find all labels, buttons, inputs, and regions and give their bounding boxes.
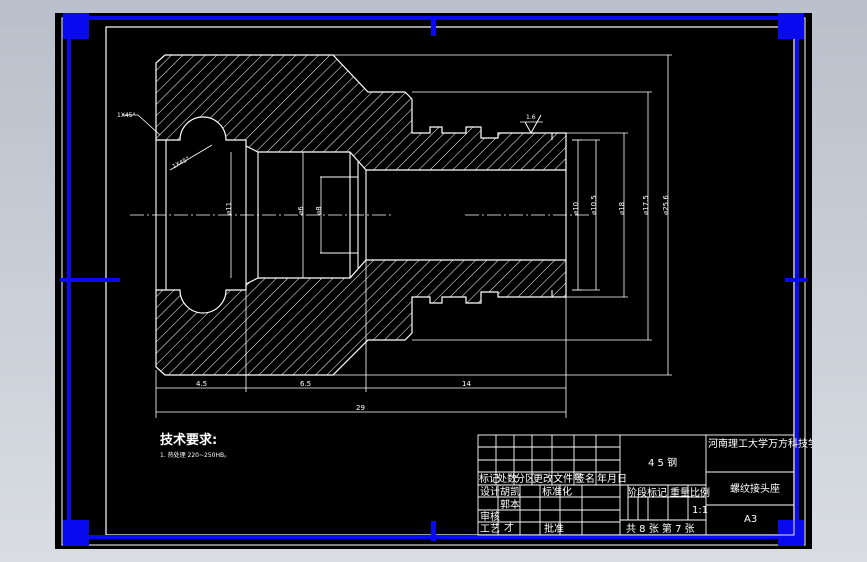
tb-scale-label: 比例	[690, 486, 710, 499]
dim-d25-6: ⌀25.6	[662, 195, 670, 215]
mid-handle-left[interactable]	[60, 278, 120, 282]
part-section	[130, 54, 590, 376]
title-block: 标记 处数 分区 更改文件号 签名 年月日 设计 胡凯 标准化 审核 郭本 工艺…	[477, 434, 812, 536]
tb-header-change: 更改文件号	[533, 472, 583, 485]
tb-header-count: 处数	[497, 472, 517, 485]
section-upper	[155, 54, 567, 171]
tb-design-name: 胡凯	[500, 485, 520, 498]
section-lower	[155, 259, 567, 376]
tb-check-label: 审核	[480, 510, 500, 523]
corner-handle-bottom-right[interactable]	[778, 520, 804, 546]
tb-standard-label: 标准化	[542, 485, 572, 498]
corner-handle-top-right[interactable]	[778, 13, 804, 39]
dim-len-6-5: 6.5	[300, 380, 311, 388]
dim-len-4-5: 4.5	[196, 380, 207, 388]
dim-d18: ⌀18	[618, 202, 626, 215]
tb-school: 河南理工大学万方科技学院	[708, 437, 812, 450]
mid-handle-bottom[interactable]	[431, 521, 436, 541]
dim-groove-angle: 1X45°	[171, 155, 191, 170]
tb-sheets: 共 8 张 第 7 张	[626, 522, 695, 535]
notes-title: 技术要求:	[160, 432, 217, 448]
dim-d11: ⌀11	[225, 202, 233, 215]
tb-header-sign: 签名	[575, 472, 595, 485]
dim-len-14: 14	[462, 380, 471, 388]
dimension-lines	[122, 54, 672, 418]
tb-weight-label: 重量	[670, 486, 690, 499]
tb-size: A3	[744, 514, 757, 525]
corner-handle-bottom-left[interactable]	[63, 520, 89, 546]
tb-approve-label: 批准	[544, 522, 564, 535]
roughness-symbol	[524, 114, 542, 135]
tb-check-name: 郭本	[500, 498, 520, 511]
technical-notes: 技术要求: 1. 热处理 220~250HB。	[160, 432, 230, 459]
dim-d17-5: ⌀17.5	[642, 195, 650, 215]
dim-roughness: 1.6	[526, 114, 536, 121]
tb-part-name: 螺纹接头座	[730, 482, 780, 495]
dim-len-29: 29	[356, 404, 365, 412]
tb-header-date: 年月日	[597, 472, 627, 485]
drawing-canvas: 1X45° 1X45° 1.6 ⌀11 ⌀6 ⌀8 ⌀10 ⌀10.5 ⌀18 …	[60, 13, 812, 546]
drawing-sheet: 1X45° 1X45° 1.6 ⌀11 ⌀6 ⌀8 ⌀10 ⌀10.5 ⌀18 …	[55, 13, 812, 549]
notes-line-1: 1. 热处理 220~250HB。	[160, 451, 230, 459]
corner-handle-top-left[interactable]	[63, 13, 89, 39]
tb-header-zone: 分区	[515, 473, 535, 485]
tb-material: 4 5 钢	[648, 456, 677, 469]
mid-handle-top[interactable]	[431, 16, 436, 36]
tb-scale-value: 1:1	[692, 505, 708, 516]
tb-stage-label: 阶段标记	[627, 486, 667, 499]
tb-header-mark: 标记	[479, 473, 499, 485]
tb-design-label: 设计	[480, 485, 500, 498]
dim-d8: ⌀8	[315, 206, 323, 215]
title-block-headers: 标记 处数 分区 更改文件号 签名 年月日 设计 胡凯 标准化 审核 郭本 工艺…	[479, 437, 812, 535]
tb-craft-name: 才	[504, 521, 514, 534]
tb-craft-label: 工艺	[480, 523, 500, 535]
viewport-frame[interactable]	[60, 13, 807, 546]
dim-d6: ⌀6	[297, 206, 305, 215]
dim-d10: ⌀10	[572, 202, 580, 215]
dim-chamfer: 1X45°	[117, 112, 136, 119]
dim-d10-5: ⌀10.5	[590, 195, 598, 215]
mid-handle-right[interactable]	[785, 278, 807, 282]
